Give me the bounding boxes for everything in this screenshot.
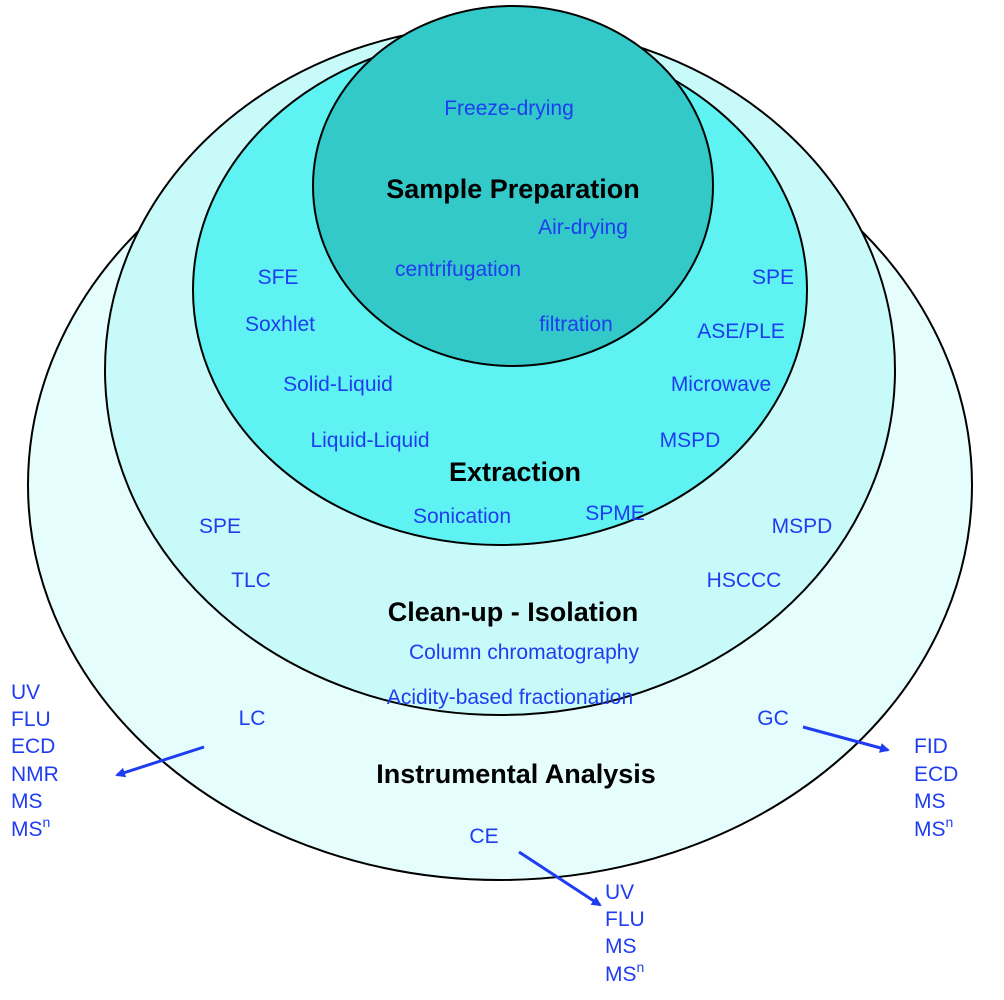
instrumental-analysis-heading: Instrumental Analysis — [376, 759, 656, 789]
method-mspd-extraction: MSPD — [660, 429, 721, 452]
method-microwave: Microwave — [671, 373, 771, 396]
gc-detector-msn: MSn — [914, 814, 953, 841]
method-liquid-liquid: Liquid-Liquid — [310, 429, 429, 452]
extraction-heading: Extraction — [449, 457, 581, 487]
method-ase-ple: ASE/PLE — [697, 320, 785, 343]
ce-detector-flu: FLU — [605, 908, 645, 931]
method-filtration: filtration — [539, 313, 613, 336]
method-gc: GC — [757, 707, 789, 730]
method-ce: CE — [469, 825, 498, 848]
ce-detector-ms: MS — [605, 935, 637, 958]
method-air-drying: Air-drying — [538, 216, 628, 239]
lc-detector-uv: UV — [11, 681, 40, 704]
sample-preparation-heading: Sample Preparation — [386, 174, 640, 204]
ce-arrow — [518, 850, 602, 907]
method-acidity-fractionation: Acidity-based fractionation — [387, 686, 633, 709]
method-hsccc: HSCCC — [707, 569, 782, 592]
method-sfe: SFE — [258, 266, 299, 289]
ce-detector-list: UV FLU MS MSn — [605, 881, 645, 986]
lc-detector-list: UV FLU ECD NMR MS MSn — [11, 681, 59, 841]
method-tlc: TLC — [231, 569, 271, 592]
method-lc: LC — [239, 707, 266, 730]
lc-detector-flu: FLU — [11, 708, 51, 731]
lc-detector-msn: MSn — [11, 814, 50, 841]
method-mspd-cleanup: MSPD — [772, 515, 833, 538]
gc-arrow — [802, 725, 890, 753]
method-spe-extraction: SPE — [752, 266, 794, 289]
method-column-chromatography: Column chromatography — [409, 641, 639, 664]
method-spme: SPME — [585, 502, 645, 525]
cleanup-isolation-heading: Clean-up - Isolation — [388, 597, 639, 627]
method-soxhlet: Soxhlet — [245, 313, 315, 336]
method-centrifugation: centrifugation — [395, 258, 521, 281]
lc-detector-nmr: NMR — [11, 763, 59, 786]
gc-detector-fid: FID — [914, 735, 948, 758]
gc-detector-ecd: ECD — [914, 763, 958, 786]
gc-detector-ms: MS — [914, 790, 946, 813]
lc-arrow — [115, 745, 205, 778]
sample-preparation-ellipse — [312, 5, 714, 367]
ce-detector-msn: MSn — [605, 959, 644, 986]
lc-detector-ecd: ECD — [11, 735, 55, 758]
lc-detector-ms: MS — [11, 790, 43, 813]
method-solid-liquid: Solid-Liquid — [283, 373, 393, 396]
ce-detector-uv: UV — [605, 881, 634, 904]
method-spe-cleanup: SPE — [199, 515, 241, 538]
gc-detector-list: FID ECD MS MSn — [914, 735, 958, 841]
method-freeze-drying: Freeze-drying — [444, 97, 574, 120]
method-sonication: Sonication — [413, 505, 511, 528]
